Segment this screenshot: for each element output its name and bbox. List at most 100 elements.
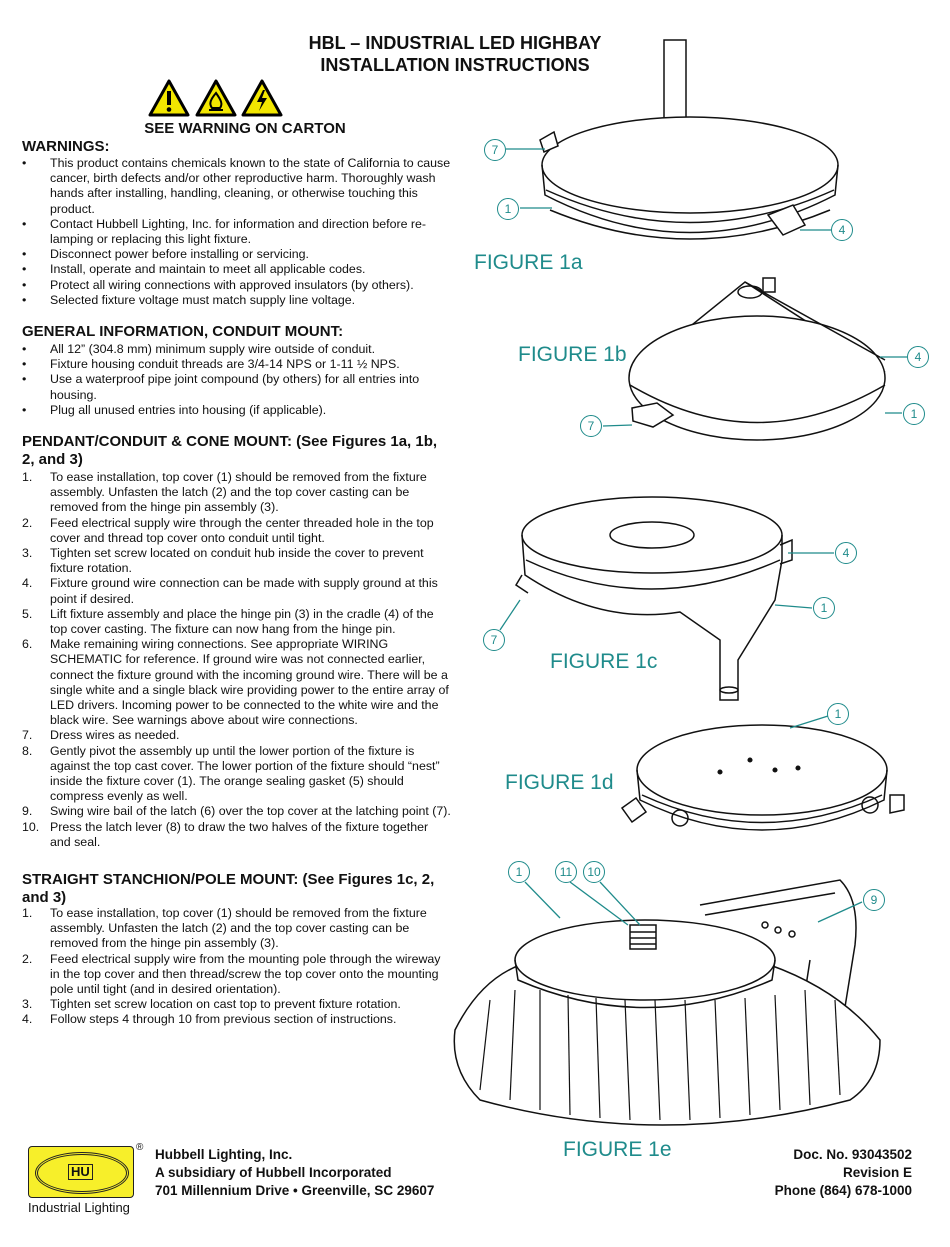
figure-1c-drawing [514,496,793,701]
callout-4: 4 [907,346,929,368]
list-item: •Contact Hubbell Lighting, Inc. for info… [22,216,427,247]
callout-1: 1 [903,403,925,425]
figure-1d-label: FIGURE 1d [505,771,614,794]
step-item: 1.To ease installation, top cover (1) sh… [22,906,427,951]
item-text: All 12” (304.8 mm) minimum supply wire o… [50,342,376,356]
title-line-2: INSTALLATION INSTRUCTIONS [320,55,590,75]
list-item: •Fixture housing conduit threads are 3/4… [22,357,400,372]
item-text: Disconnect power before installing or se… [50,247,309,262]
item-text: Fixture housing conduit threads are 3/4-… [50,357,400,372]
figure-1d-drawing [620,724,905,831]
item-text: Follow steps 4 through 10 from previous … [50,1012,397,1027]
step-item: 2.Feed electrical supply wire through th… [22,515,434,545]
step-item: 2.Feed electrical supply wire from the m… [22,951,441,997]
list-item: •All 12” (304.8 mm) minimum supply wire … [22,342,376,356]
company-street: 701 Millennium Drive • Greenville, SC 29… [155,1183,435,1198]
item-text: Make remaining wiring connections. See a… [50,637,449,728]
general-info-heading: GENERAL INFORMATION, CONDUIT MOUNT: [22,323,344,340]
company-name: Hubbell Lighting, Inc. [155,1147,293,1162]
fire-warning-icon [195,79,237,117]
exclamation-warning-icon [148,79,190,117]
item-text: Install, operate and maintain to meet al… [50,262,366,277]
warnings-heading: WARNINGS: [22,138,110,155]
doc-number: Doc. No. 93043502 [793,1147,912,1162]
item-text: Use a waterproof pipe joint compound (by… [50,372,420,402]
callout-7: 7 [483,629,505,651]
item-text: Plug all unused entries into housing (if… [50,402,327,417]
step-item: 3.Tighten set screw located on conduit h… [22,546,424,576]
callout-4: 4 [831,219,853,241]
figure-1e-label: FIGURE 1e [563,1138,672,1161]
step-item: 3.Tighten set screw location on cast top… [22,997,401,1012]
phone: Phone (864) 678-1000 [774,1183,912,1198]
logo-caption: Industrial Lighting [28,1200,130,1215]
item-text: Fixture ground wire connection can be ma… [50,576,438,606]
step-item: 7.Dress wires as needed. [22,728,180,743]
callout-1: 1 [497,198,519,220]
item-text: Dress wires as needed. [50,728,180,743]
general-info-list: •All 12” (304.8 mm) minimum supply wire … [22,342,452,418]
step-item: 5.Lift fixture assembly and place the hi… [22,606,434,637]
warnings-list: •This product contains chemicals known t… [22,156,452,308]
revision: Revision E [842,1165,912,1180]
item-text: Contact Hubbell Lighting, Inc. for infor… [50,216,427,247]
list-item: •This product contains chemicals known t… [22,156,451,216]
callout-10: 10 [583,861,605,883]
callout-leaders [499,148,907,926]
list-item: •Selected fixture voltage must match sup… [22,292,356,307]
item-text: Press the latch lever (8) to draw the tw… [50,819,429,849]
figure-1b-label: FIGURE 1b [518,343,627,366]
step-item: 4.Fixture ground wire connection can be … [22,576,438,606]
pendant-mount-heading: PENDANT/CONDUIT & CONE MOUNT: (See Figur… [22,433,438,468]
list-item: •Install, operate and maintain to meet a… [22,262,366,277]
step-item: 6.Make remaining wiring connections. See… [22,637,449,728]
list-item: •Plug all unused entries into housing (i… [22,402,327,417]
see-warning-on-carton: SEE WARNING ON CARTON [144,120,346,137]
item-text: Feed electrical supply wire from the mou… [50,951,441,997]
callout-1: 1 [813,597,835,619]
figure-1a-drawing [539,39,839,240]
callout-1: 1 [827,703,849,725]
registered-mark: ® [136,1142,144,1153]
item-text: Swing wire bail of the latch (6) over th… [50,804,451,819]
item-text: To ease installation, top cover (1) shou… [50,470,427,515]
callout-7: 7 [484,139,506,161]
list-item: •Protect all wiring connections with app… [22,277,414,292]
item-text: Protect all wiring connections with appr… [50,277,414,292]
callout-7: 7 [580,415,602,437]
stanchion-mount-steps: 1.To ease installation, top cover (1) sh… [22,906,452,1028]
figure-1c-label: FIGURE 1c [550,650,658,673]
stanchion-mount-heading: STRAIGHT STANCHION/POLE MOUNT: (See Figu… [22,871,435,906]
electrical-warning-icon [241,79,283,117]
figure-1b-drawing [628,277,886,441]
step-item: 1.To ease installation, top cover (1) sh… [22,470,427,515]
company-address: Hubbell Lighting, Inc. A subsidiary of H… [155,1146,434,1200]
logo-text: HU [68,1164,93,1180]
logo-oval: HU [35,1152,129,1194]
step-item: 4.Follow steps 4 through 10 from previou… [22,1012,397,1027]
figure-1a-label: FIGURE 1a [474,251,583,274]
figure-1e-drawing [453,879,881,1126]
callout-9: 9 [863,889,885,911]
document-title: HBL – INDUSTRIAL LED HIGHBAY INSTALLATIO… [230,32,680,76]
step-item: 9.Swing wire bail of the latch (6) over … [22,804,451,819]
item-text: Lift fixture assembly and place the hing… [50,606,434,637]
item-text: Tighten set screw location on cast top t… [50,997,401,1012]
item-text: To ease installation, top cover (1) shou… [50,906,427,951]
step-item: 8.Gently pivot the assembly up until the… [22,743,440,804]
callout-1: 1 [508,861,530,883]
list-item: •Use a waterproof pipe joint compound (b… [22,372,420,402]
company-parent: A subsidiary of Hubbell Incorporated [155,1165,392,1180]
list-item: •Disconnect power before installing or s… [22,247,309,262]
callout-11: 11 [555,861,577,883]
document-info: Doc. No. 93043502 Revision E Phone (864)… [775,1146,912,1200]
item-text: Tighten set screw located on conduit hub… [50,546,424,576]
item-text: Selected fixture voltage must match supp… [50,292,356,307]
item-text: Feed electrical supply wire through the … [50,515,434,545]
item-text: Gently pivot the assembly up until the l… [50,743,440,804]
pendant-mount-steps: 1.To ease installation, top cover (1) sh… [22,470,452,850]
callout-4: 4 [835,542,857,564]
title-line-1: HBL – INDUSTRIAL LED HIGHBAY [308,33,602,53]
